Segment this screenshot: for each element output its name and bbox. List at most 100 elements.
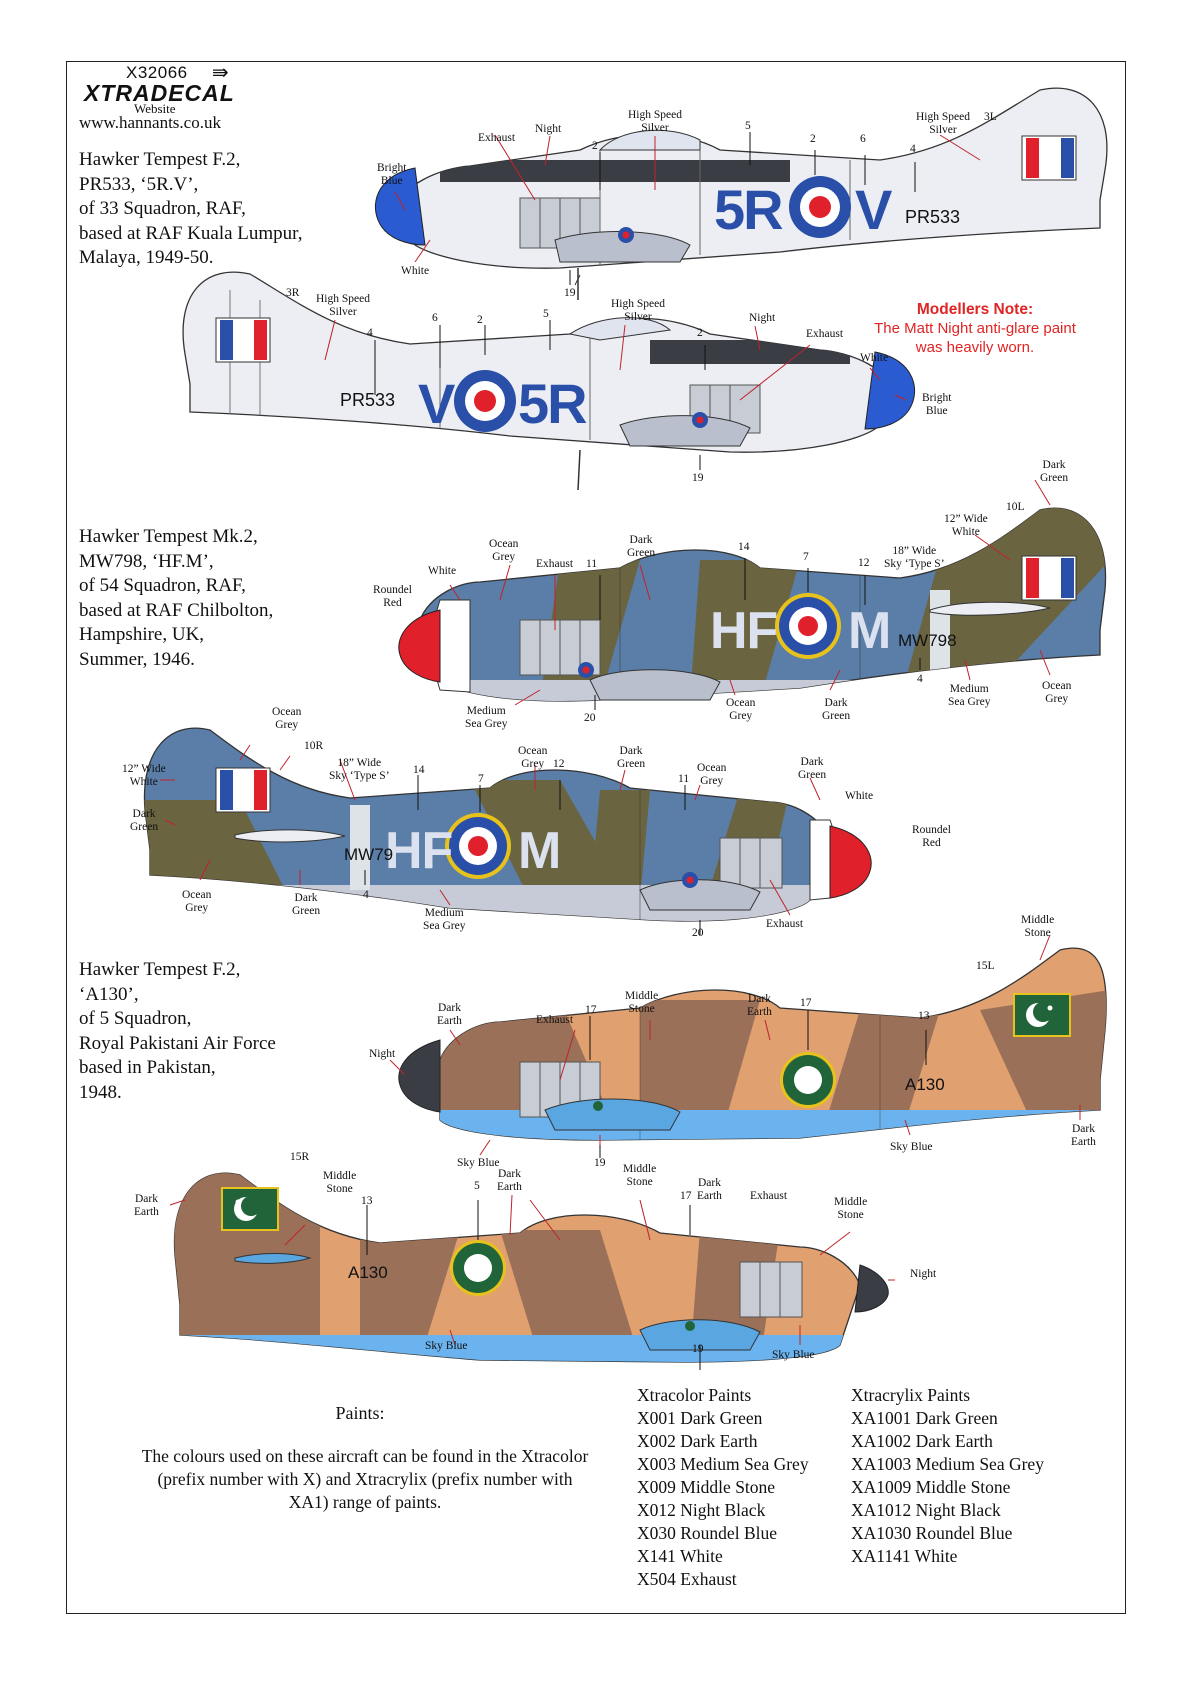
svg-text:M: M (848, 602, 891, 660)
profile-2-left-view: HF M MW79 (143, 727, 872, 922)
marking-15r: 15R (290, 1151, 310, 1163)
xtracolor-paints-list: Xtracolor Paints X001 Dark Green X002 Da… (637, 1384, 809, 1591)
list-item: XA1009 Middle Stone (851, 1477, 1011, 1497)
list-item: X009 Middle Stone (637, 1477, 776, 1497)
marking-number: 20 (584, 712, 596, 724)
list-item: X030 Roundel Blue (637, 1523, 777, 1543)
page-border (66, 61, 1126, 1614)
marking-number: 2 (697, 327, 703, 339)
list-item: X001 Dark Green (637, 1408, 763, 1428)
marking-number: 14 (413, 764, 425, 776)
label-night: Night (749, 312, 776, 324)
marking-number: 6 (860, 133, 866, 145)
svg-text:MW79: MW79 (344, 845, 393, 864)
marking-number: 4 (917, 673, 923, 685)
marking-15l: 15L (976, 960, 995, 972)
label-exhaust: Exhaust (478, 132, 516, 144)
svg-text:PR533: PR533 (905, 207, 960, 227)
list-item: X141 White (637, 1546, 723, 1566)
marking-number: 2 (810, 133, 816, 145)
number-pointers (364, 132, 927, 1370)
list-item: X002 Dark Earth (637, 1431, 758, 1451)
marking-number: 11 (678, 773, 690, 785)
list-item: X003 Medium Sea Grey (637, 1454, 809, 1474)
profile-3-description: Hawker Tempest F.2,‘A130’, of 5 Squadron… (79, 959, 276, 1103)
svg-text:HF: HF (385, 822, 452, 880)
label-white: White (428, 565, 457, 577)
label-sky-blue: Sky Blue (890, 1141, 933, 1153)
list-item: X012 Night Black (637, 1500, 766, 1520)
marking-number: 2 (592, 140, 598, 152)
label-white: White (860, 352, 889, 364)
label-night: Night (369, 1048, 396, 1060)
label-white: White (845, 790, 874, 802)
profile-2-right-view: HF M MW798 (398, 507, 1107, 702)
marking-10l: 10L (1006, 501, 1025, 513)
marking-number: 12 (858, 557, 870, 569)
label-sky-blue: Sky Blue (457, 1157, 500, 1169)
profile-3-left-view: A130 (173, 1172, 889, 1363)
profile-1-right-view: 5R V PR533 (374, 87, 1108, 300)
marking-number: 14 (738, 541, 750, 553)
label-exhaust: Exhaust (806, 328, 844, 340)
marking-number: 13 (361, 1195, 373, 1207)
list-item: XA1012 Night Black (851, 1500, 1001, 1520)
marking-10r: 10R (304, 740, 324, 752)
xtracrylix-paints-list: Xtracrylix Paints XA1001 Dark Green XA10… (851, 1384, 1044, 1568)
marking-number: 13 (918, 1010, 930, 1022)
svg-text:M: M (518, 822, 561, 880)
aircraft-arrow-icon: ⇛ (212, 60, 229, 84)
brand-logo: XTRADECAL (84, 80, 235, 106)
marking-number: 17 (800, 997, 812, 1009)
list-item: XA1002 Dark Earth (851, 1431, 993, 1451)
label-exhaust: Exhaust (536, 558, 574, 570)
label-white: White (401, 265, 430, 277)
website-link[interactable]: www.hannants.co.uk (79, 113, 221, 132)
list-item: XA1030 Roundel Blue (851, 1523, 1013, 1543)
marking-3l: 3L (984, 111, 997, 123)
paints-text: The colours used on these aircraft can b… (141, 1446, 589, 1512)
xtracrylix-title: Xtracrylix Paints (851, 1385, 971, 1405)
svg-text:V: V (418, 372, 455, 435)
svg-text:A130: A130 (348, 1263, 388, 1282)
list-item: XA1003 Medium Sea Grey (851, 1454, 1044, 1474)
marking-number: 19 (692, 472, 704, 484)
leader-lines (160, 134, 1081, 1346)
profile-1-description: Hawker Tempest F.2,PR533, ‘5R.V’, of 33 … (79, 149, 303, 268)
marking-number: 17 (585, 1004, 597, 1016)
list-item: XA1141 White (851, 1546, 958, 1566)
svg-text:A130: A130 (905, 1075, 945, 1094)
marking-number: 7 (478, 773, 484, 785)
marking-number: 20 (692, 927, 704, 939)
marking-number: 19 (692, 1343, 704, 1355)
xtracolor-title: Xtracolor Paints (637, 1385, 752, 1405)
marking-number: 2 (477, 314, 483, 326)
marking-number: 19 (594, 1157, 606, 1169)
